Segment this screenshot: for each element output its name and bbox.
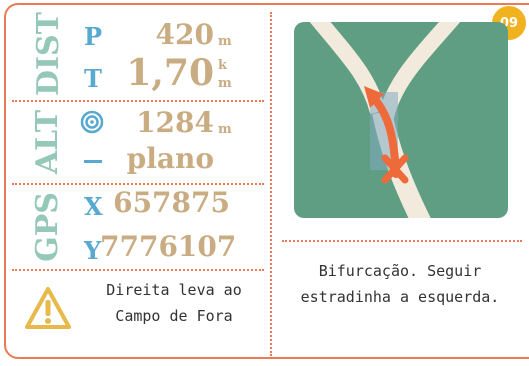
warning-icon <box>24 286 72 334</box>
warning-text: Direita leva ao Campo de Fora <box>106 281 242 325</box>
divider-map-instruction <box>282 240 522 242</box>
slope-flat-icon <box>84 160 102 163</box>
partial-distance-value: 420 <box>155 18 214 51</box>
divider-dist-alt <box>12 100 264 102</box>
instruction-text: Bifurcação. Seguir estradinha a esquerda… <box>300 262 500 306</box>
divider-alt-gps <box>12 183 264 185</box>
column-divider <box>270 12 272 356</box>
total-distance-unit-bottom: m <box>218 76 232 91</box>
gps-x-value: 657875 <box>113 186 230 219</box>
gps-x-key: X <box>84 192 103 221</box>
total-distance-value: 1,70 <box>126 52 214 94</box>
altitude-unit: m <box>218 122 232 137</box>
total-distance-key: T <box>84 64 102 93</box>
altitude-value: 1284 <box>136 106 214 139</box>
partial-distance-key: P <box>84 22 103 51</box>
gps-section-label: GPS <box>30 192 65 262</box>
junction-map <box>294 22 508 218</box>
slope-value: plano <box>126 142 214 175</box>
dist-section-label: DIST <box>31 11 66 97</box>
alt-section-label: ALT <box>30 109 65 175</box>
total-distance-unit-top: k <box>218 58 228 73</box>
divider-gps-warning <box>12 269 264 271</box>
partial-distance-unit: m <box>218 34 232 49</box>
altitude-target-icon <box>80 110 104 138</box>
gps-y-value: 7776107 <box>100 230 237 263</box>
gps-y-key: Y <box>84 236 102 265</box>
